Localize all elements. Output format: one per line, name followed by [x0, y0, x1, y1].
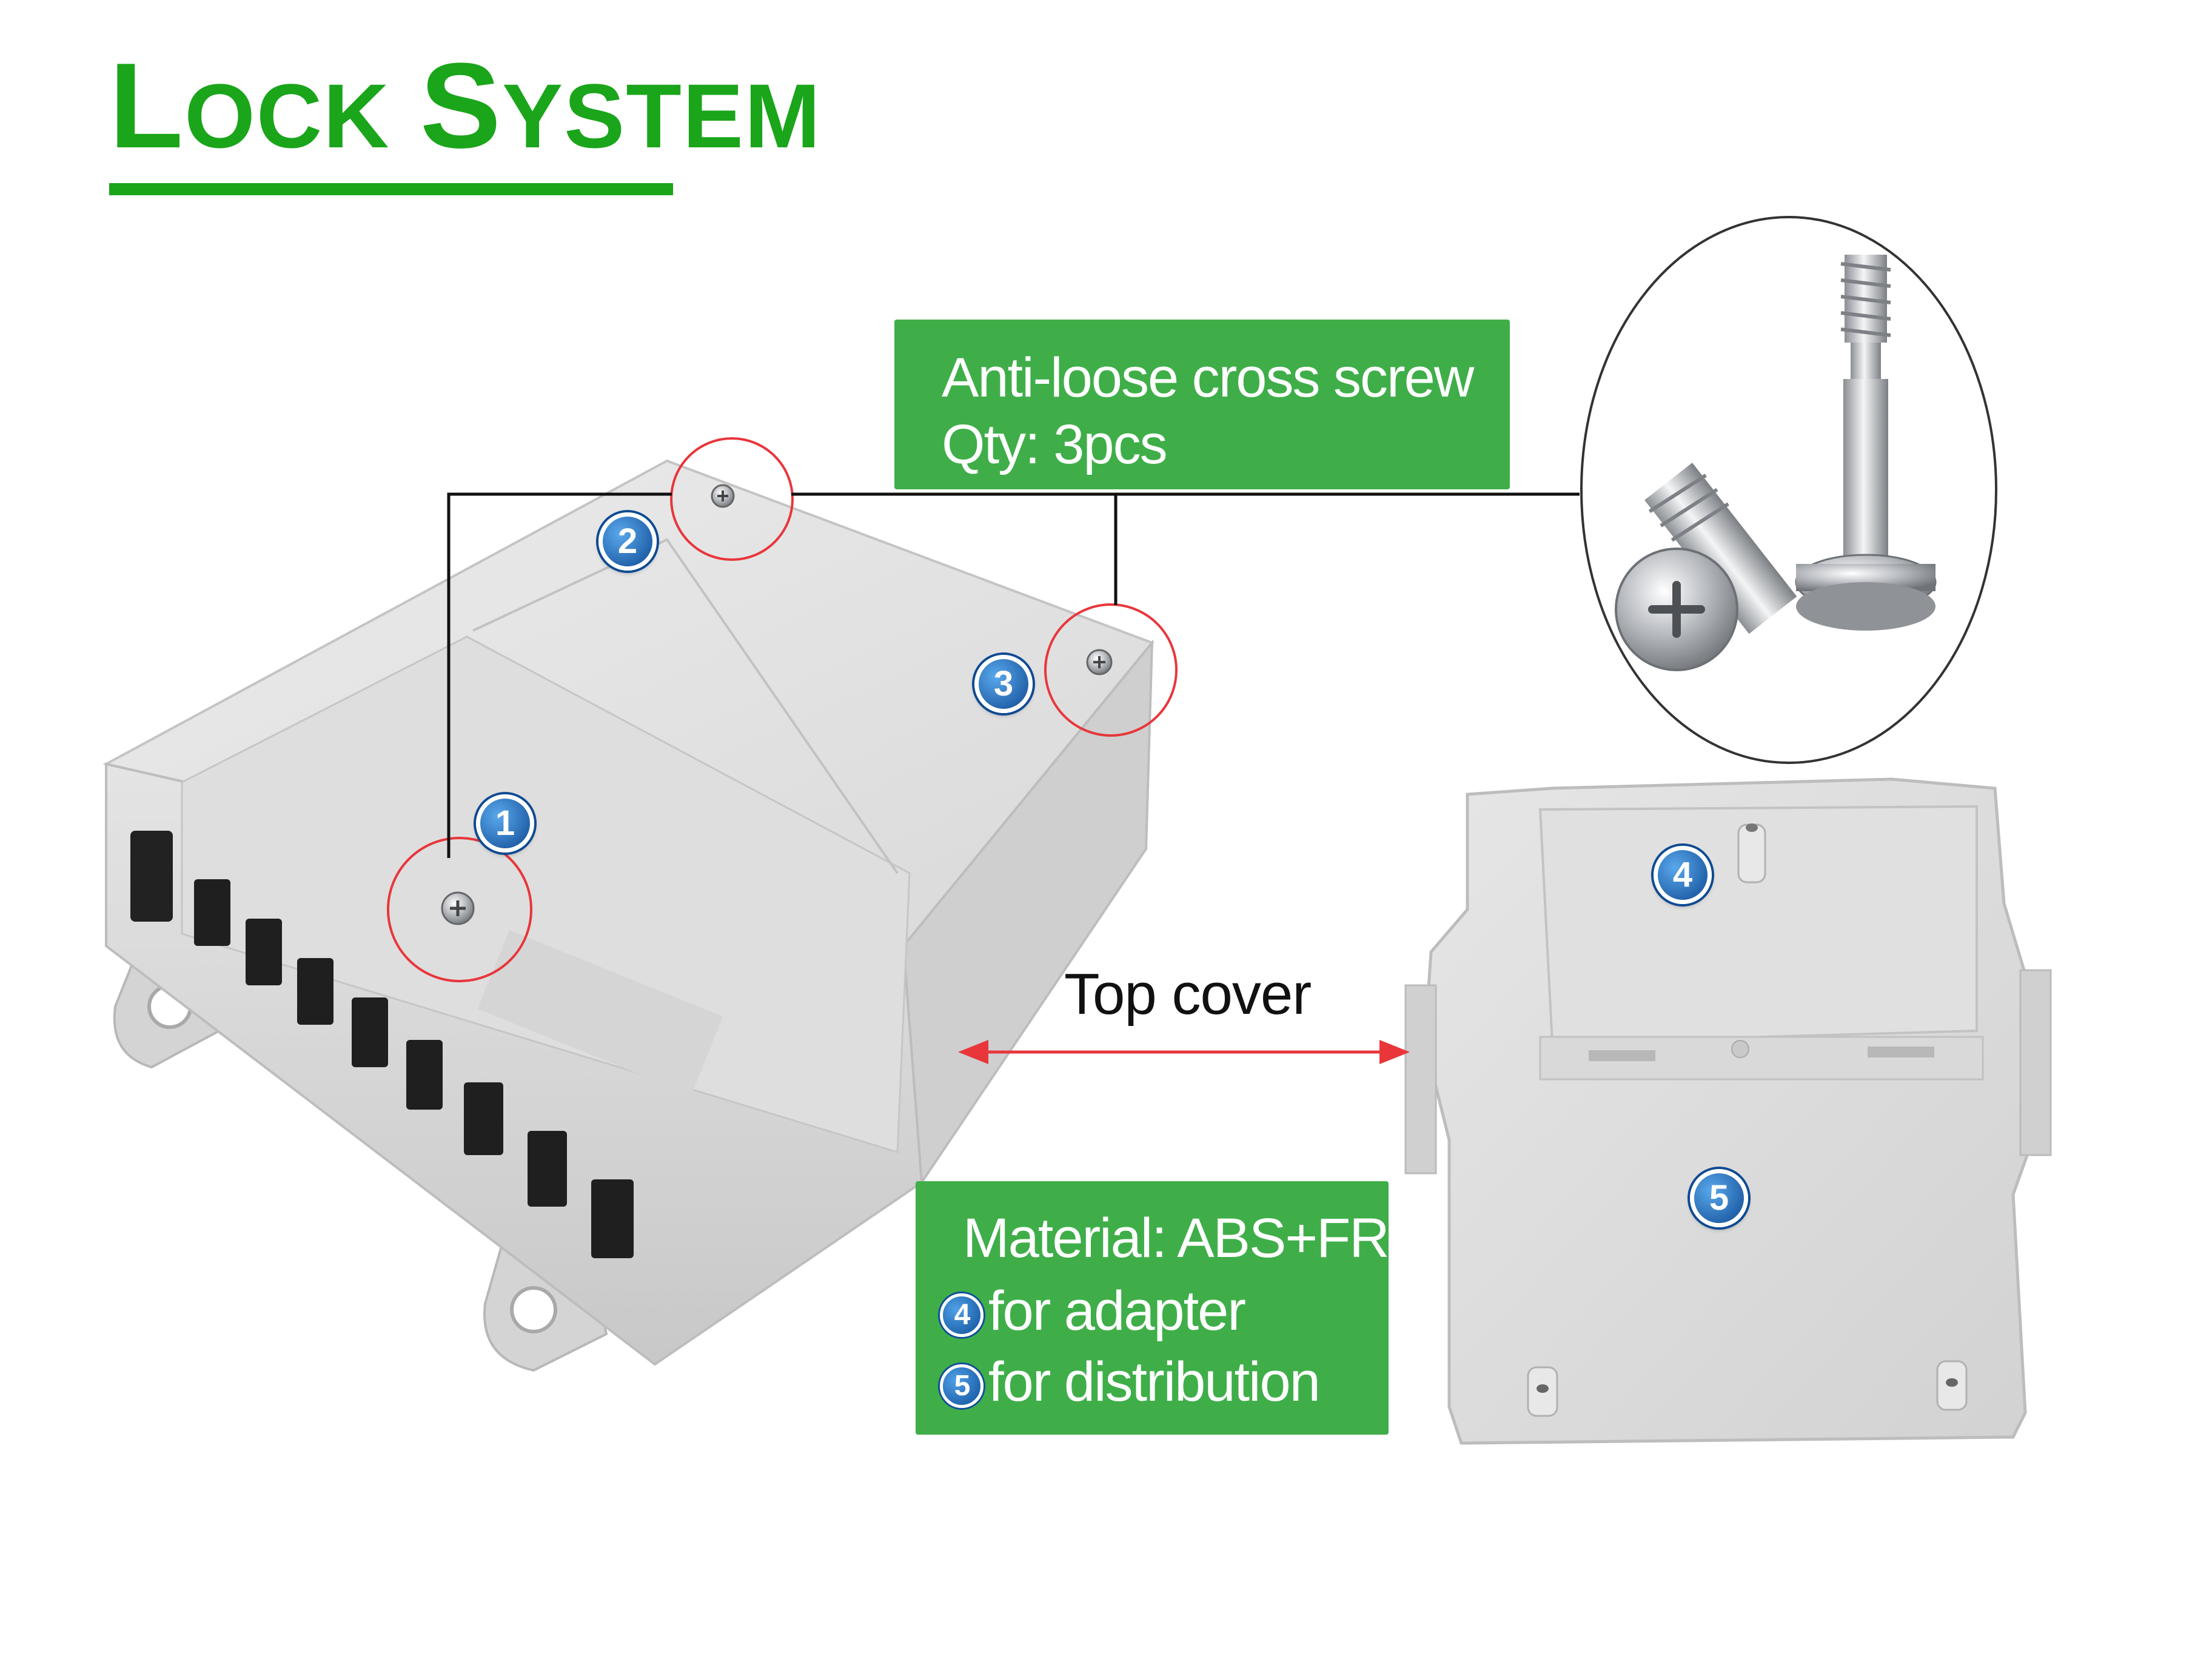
highlight-circle	[387, 837, 532, 982]
badge-4: 4	[1654, 846, 1712, 904]
top-cover-label: Top cover	[1064, 962, 1312, 1027]
screw-closeup	[1580, 216, 1997, 764]
top-cover	[1404, 777, 2052, 1445]
badge-5: 5	[1690, 1169, 1748, 1227]
badge-4-mini: 4	[940, 1293, 984, 1337]
badge-5-mini: 5	[940, 1364, 984, 1408]
screw-icon	[1086, 649, 1113, 675]
connector-lines	[447, 492, 1580, 858]
screw-icon	[711, 484, 735, 508]
distribution-note-text: for distribution	[988, 1351, 1321, 1413]
material-label: Material: ABS+FR	[963, 1207, 1390, 1269]
badge-1: 1	[476, 794, 534, 853]
page-title: LOCK SYSTEM	[109, 38, 822, 173]
badge-2: 2	[598, 512, 657, 571]
title-underline	[109, 183, 673, 195]
adapter-note-text: for adapter	[988, 1280, 1246, 1342]
screw-callout-title: Anti-loose cross screw	[942, 347, 1474, 409]
badge-3: 3	[974, 655, 1033, 713]
double-arrow-icon	[958, 1040, 1410, 1064]
highlight-circle	[1044, 603, 1178, 737]
enclosure-box	[102, 459, 1155, 1372]
highlight-circle	[670, 437, 794, 561]
screw-callout-qty: Qty: 3pcs	[942, 414, 1168, 475]
screw-icon	[441, 891, 475, 925]
screw-callout: Anti-loose cross screw Qty: 3pcs	[894, 320, 1510, 489]
port-row	[130, 831, 634, 1258]
